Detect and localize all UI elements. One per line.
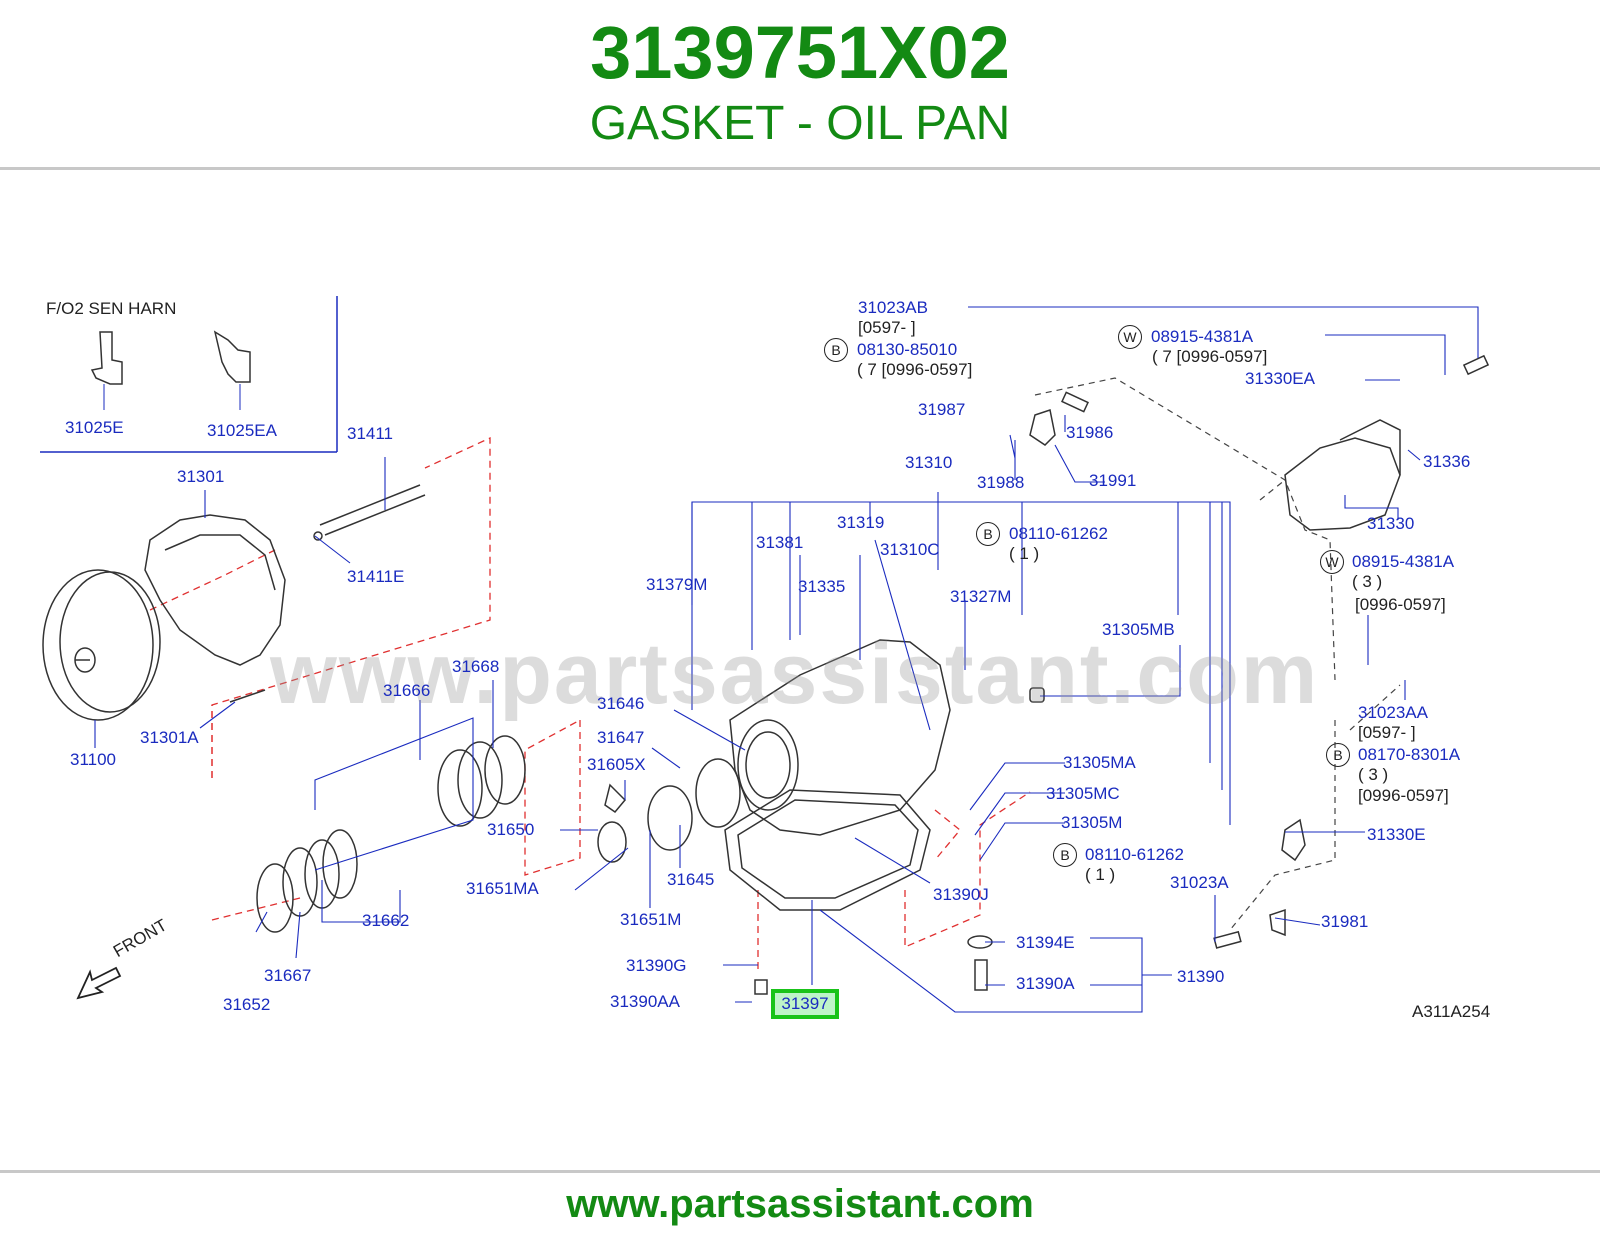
part-label[interactable]: 31310 — [905, 453, 953, 472]
diagram-drawing — [40, 296, 1490, 1013]
part-label[interactable]: 08130-85010 — [857, 340, 958, 359]
part-label[interactable]: 31390A — [1016, 974, 1075, 993]
part-label[interactable]: 31651MA — [466, 879, 539, 898]
quantity-note: ( 3 ) — [1352, 572, 1383, 591]
quantity-note: ( 1 ) — [1009, 544, 1040, 563]
part-label[interactable]: 08915-4381A — [1352, 552, 1455, 571]
quantity-note: ( 7 [0996-0597] — [857, 360, 973, 379]
quantity-note: ( 1 ) — [1085, 865, 1116, 884]
part-label[interactable]: 31301A — [140, 728, 199, 747]
part-name-subtitle: GASKET - OIL PAN — [589, 97, 1011, 150]
part-label[interactable]: 31652 — [223, 995, 271, 1014]
part-label[interactable]: 08170-8301A — [1358, 745, 1461, 764]
date-range-note: [0996-0597] — [1355, 595, 1446, 614]
part-label[interactable]: 31025EA — [207, 421, 277, 440]
part-label[interactable]: 31411E — [347, 567, 405, 586]
part-label[interactable]: 31379M — [646, 575, 708, 594]
quantity-note: ( 7 [0996-0597] — [1152, 347, 1268, 366]
part-label[interactable]: 31305MC — [1046, 784, 1120, 803]
part-label[interactable]: 31023A — [1170, 873, 1229, 892]
front-arrow-icon — [76, 966, 122, 1000]
callout-letter: W — [1118, 325, 1142, 349]
parts-diagram: www.partsassistant.com F/O2 SEN HARN 310… — [0, 270, 1600, 1070]
part-label[interactable]: 31651M — [620, 910, 682, 929]
date-range-note: [0996-0597] — [1358, 786, 1449, 805]
footer-divider — [0, 1170, 1600, 1173]
highlighted-part-callout[interactable]: 31397 — [771, 989, 839, 1019]
callout-letter: B — [1053, 843, 1077, 867]
part-label[interactable]: 31991 — [1089, 471, 1137, 490]
quantity-note: ( 3 ) — [1358, 765, 1389, 784]
part-label[interactable]: 31305MB — [1102, 620, 1175, 639]
part-label[interactable]: 31662 — [362, 911, 410, 930]
part-label[interactable]: 31301 — [177, 467, 225, 486]
part-number-title: 3139751X02 — [590, 11, 1010, 94]
page-header: 3139751X02 GASKET - OIL PAN — [0, 0, 1600, 168]
part-label[interactable]: 08915-4381A — [1151, 327, 1254, 346]
watermark-text: www.partsassistant.com — [270, 626, 1320, 722]
part-label[interactable]: 31336 — [1423, 452, 1471, 471]
part-label[interactable]: 31645 — [667, 870, 715, 889]
part-label[interactable]: 31667 — [264, 966, 312, 985]
part-label[interactable]: 31390G — [626, 956, 687, 975]
part-label[interactable]: 31666 — [383, 681, 431, 700]
date-range-note: [0597- ] — [1358, 723, 1416, 742]
part-label[interactable]: 31647 — [597, 728, 645, 747]
part-label[interactable]: 31394E — [1016, 933, 1075, 952]
part-label[interactable]: 31327M — [950, 587, 1012, 606]
part-label[interactable]: 31988 — [977, 473, 1025, 492]
callout-letter: B — [824, 338, 848, 362]
part-label[interactable]: 31381 — [756, 533, 804, 552]
diagram-code: A311A254 — [1412, 1002, 1491, 1021]
part-label[interactable]: 31023AB — [858, 298, 928, 317]
header-divider — [0, 167, 1600, 170]
part-label[interactable]: 31668 — [452, 657, 500, 676]
part-label[interactable]: 31411 — [347, 424, 394, 443]
part-label[interactable]: 31025E — [65, 418, 124, 437]
part-label[interactable]: 31330 — [1367, 514, 1415, 533]
part-label[interactable]: 31330E — [1367, 825, 1426, 844]
highlighted-part-number: 31397 — [781, 994, 829, 1013]
part-label[interactable]: 31100 — [70, 750, 117, 769]
part-label[interactable]: 31023AA — [1358, 703, 1428, 722]
part-label[interactable]: 31305M — [1061, 813, 1123, 832]
part-label[interactable]: 31310C — [880, 540, 940, 559]
part-label[interactable]: 31335 — [798, 577, 846, 596]
part-label[interactable]: 31330EA — [1245, 369, 1315, 388]
part-label[interactable]: 31987 — [918, 400, 966, 419]
part-label[interactable]: 31981 — [1321, 912, 1369, 931]
part-label[interactable]: 31319 — [837, 513, 885, 532]
footer-url-link[interactable]: www.partsassistant.com — [566, 1182, 1034, 1226]
part-label[interactable]: 08110-61262 — [1009, 524, 1108, 543]
callout-letter: B — [976, 522, 1000, 546]
inset-title: F/O2 SEN HARN — [46, 299, 177, 318]
part-label[interactable]: 31390J — [933, 885, 989, 904]
callout-letter: W — [1320, 550, 1344, 574]
part-label[interactable]: 31646 — [597, 694, 645, 713]
callout-letter: B — [1326, 743, 1350, 767]
part-label[interactable]: 31650 — [487, 820, 535, 839]
part-label[interactable]: 08110-61262 — [1085, 845, 1184, 864]
part-label[interactable]: 31390AA — [610, 992, 680, 1011]
part-label[interactable]: 31305MA — [1063, 753, 1136, 772]
date-range-note: [0597- ] — [858, 318, 916, 337]
part-label[interactable]: 31986 — [1066, 423, 1114, 442]
part-label[interactable]: 31390 — [1177, 967, 1225, 986]
part-label[interactable]: 31605X — [587, 755, 646, 774]
